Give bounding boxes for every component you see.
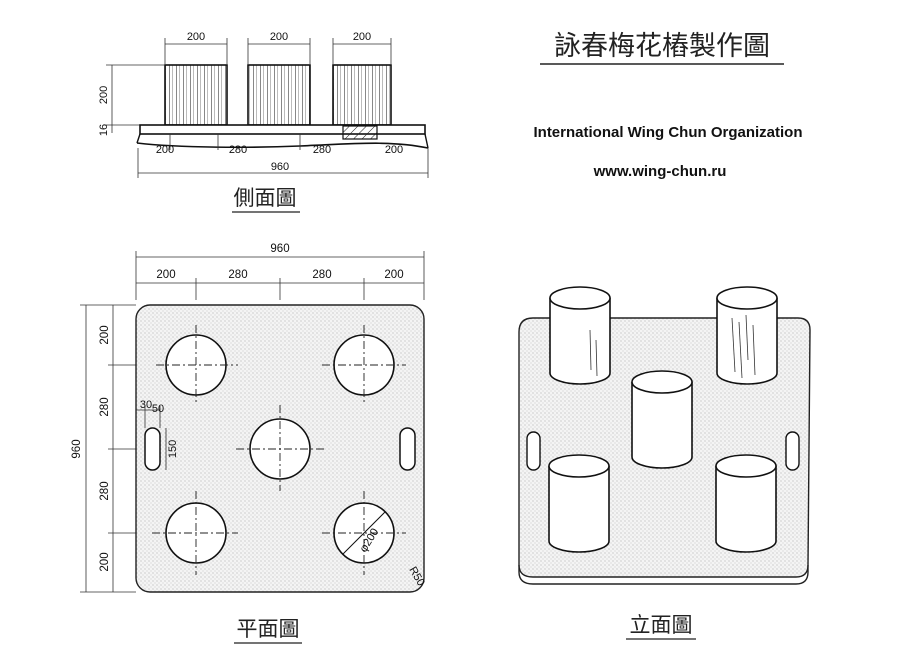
- post-width-label: 200: [270, 31, 288, 43]
- plan-view: 960 200 280 280 200 960 200 280 280 200: [71, 243, 427, 644]
- segment-label: 200: [99, 552, 111, 571]
- side-post: [164, 64, 228, 126]
- plan-post-hole: [322, 325, 406, 405]
- elevation-post-center: [631, 370, 693, 469]
- elevation-handle-slot: [526, 431, 541, 471]
- plan-post-hole: [152, 491, 238, 575]
- post-width-label: 200: [187, 31, 205, 43]
- elevation-view-caption: 立面圖: [630, 613, 693, 637]
- elevation-post-back-left: [549, 286, 611, 385]
- plan-total-width-label: 960: [270, 243, 289, 255]
- plan-view-caption: 平面圖: [237, 617, 300, 641]
- elevation-post-back-right: [716, 286, 778, 385]
- total-width-label: 960: [271, 161, 289, 173]
- plan-total-height-label: 960: [71, 439, 83, 458]
- segment-label: 280: [313, 144, 331, 156]
- organization-name: International Wing Chun Organization: [533, 124, 802, 141]
- drawing-title: 詠春梅花樁製作圖: [554, 31, 770, 62]
- plan-post-hole: [236, 405, 324, 491]
- slot-width-label: 50: [152, 403, 164, 415]
- segment-label: 280: [312, 269, 331, 281]
- plan-handle-slot-left: 30 50 150: [136, 399, 179, 471]
- side-view: 200 200 200 200 16 200 280: [98, 31, 429, 213]
- segment-label: 200: [384, 269, 403, 281]
- post-height-dimension: 200 16: [98, 64, 165, 136]
- post-height-label: 200: [98, 86, 110, 104]
- segment-label: 200: [156, 269, 175, 281]
- segment-label: 280: [229, 144, 247, 156]
- segment-label: 200: [385, 144, 403, 156]
- plan-handle-slot-right: [399, 427, 416, 471]
- base-thickness-label: 16: [98, 124, 110, 136]
- elevation-post-front-left: [548, 454, 610, 553]
- elevation-plate-edge: [518, 565, 809, 585]
- side-post: [247, 64, 311, 126]
- title-block: 詠春梅花樁製作圖 International Wing Chun Organiz…: [533, 31, 802, 180]
- segment-label: 200: [99, 325, 111, 344]
- side-bottom-dimensions: 200 280 280 200 960: [137, 144, 429, 178]
- plan-post-hole: φ200: [322, 491, 406, 575]
- elevation-handle-slot: [785, 431, 800, 471]
- side-post: [332, 64, 392, 126]
- plan-top-dimensions: 960 200 280 280 200: [135, 243, 425, 300]
- plan-post-hole: [156, 325, 238, 405]
- slot-offset-label: 30: [140, 399, 152, 411]
- website-url: www.wing-chun.ru: [593, 163, 727, 180]
- slot-length-label: 150: [167, 440, 179, 458]
- post-width-dimensions: 200 200 200: [164, 31, 392, 64]
- segment-label: 280: [99, 481, 111, 500]
- plan-left-dimensions: 960 200 280 280 200: [71, 304, 136, 593]
- segment-label: 200: [156, 144, 174, 156]
- post-width-label: 200: [353, 31, 371, 43]
- segment-label: 280: [99, 397, 111, 416]
- elevation-view: 立面圖: [518, 286, 811, 640]
- segment-label: 280: [228, 269, 247, 281]
- side-view-caption: 側面圖: [234, 186, 297, 210]
- side-base-board: [136, 124, 429, 150]
- elevation-post-front-right: [715, 454, 777, 553]
